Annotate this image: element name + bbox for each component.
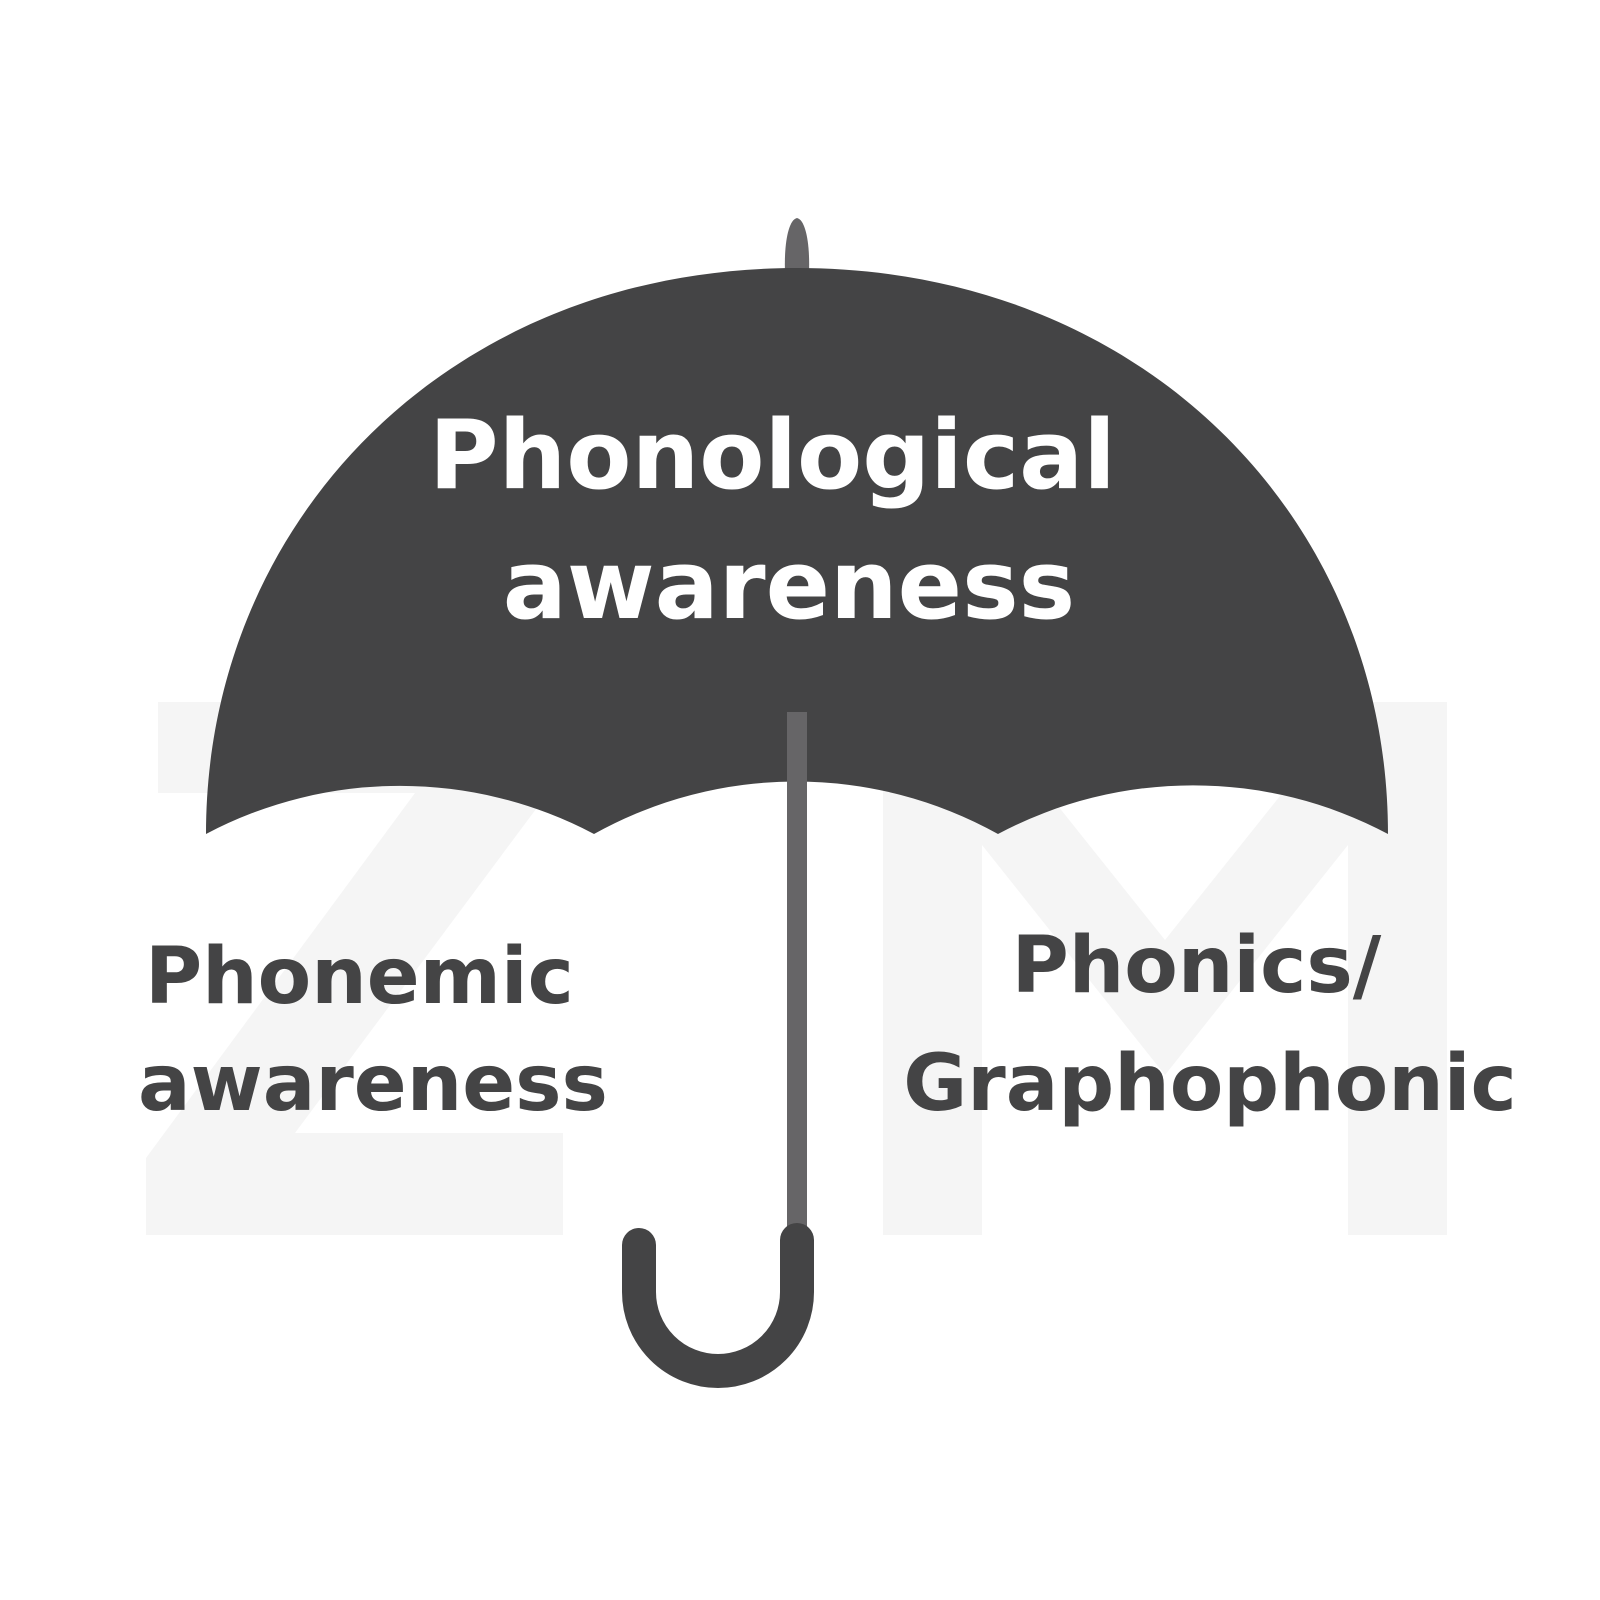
umbrella-title: Phonological awareness	[429, 401, 1149, 641]
graphophonic-line2: Graphophonic	[903, 1039, 1517, 1129]
umbrella-title-line1: Phonological	[429, 401, 1116, 511]
umbrella-canopy	[206, 268, 1388, 834]
phonemic-awareness-line1: Phonemic	[145, 932, 574, 1022]
watermark-logo	[146, 702, 1447, 1235]
umbrella-shaft	[787, 712, 807, 1230]
phonics-line1: Phonics/	[1012, 921, 1382, 1011]
phonemic-awareness-label: Phonemic awareness	[138, 932, 608, 1129]
umbrella-tip	[784, 218, 810, 272]
umbrella-title-line2: awareness	[503, 531, 1075, 641]
watermark-letter-z	[146, 702, 565, 1235]
phonemic-awareness-line2: awareness	[138, 1039, 608, 1129]
phonics-graphophonic-label: Phonics/ Graphophonic	[903, 921, 1517, 1129]
watermark-letter-m	[883, 702, 1447, 1235]
umbrella-handle	[622, 1223, 814, 1388]
